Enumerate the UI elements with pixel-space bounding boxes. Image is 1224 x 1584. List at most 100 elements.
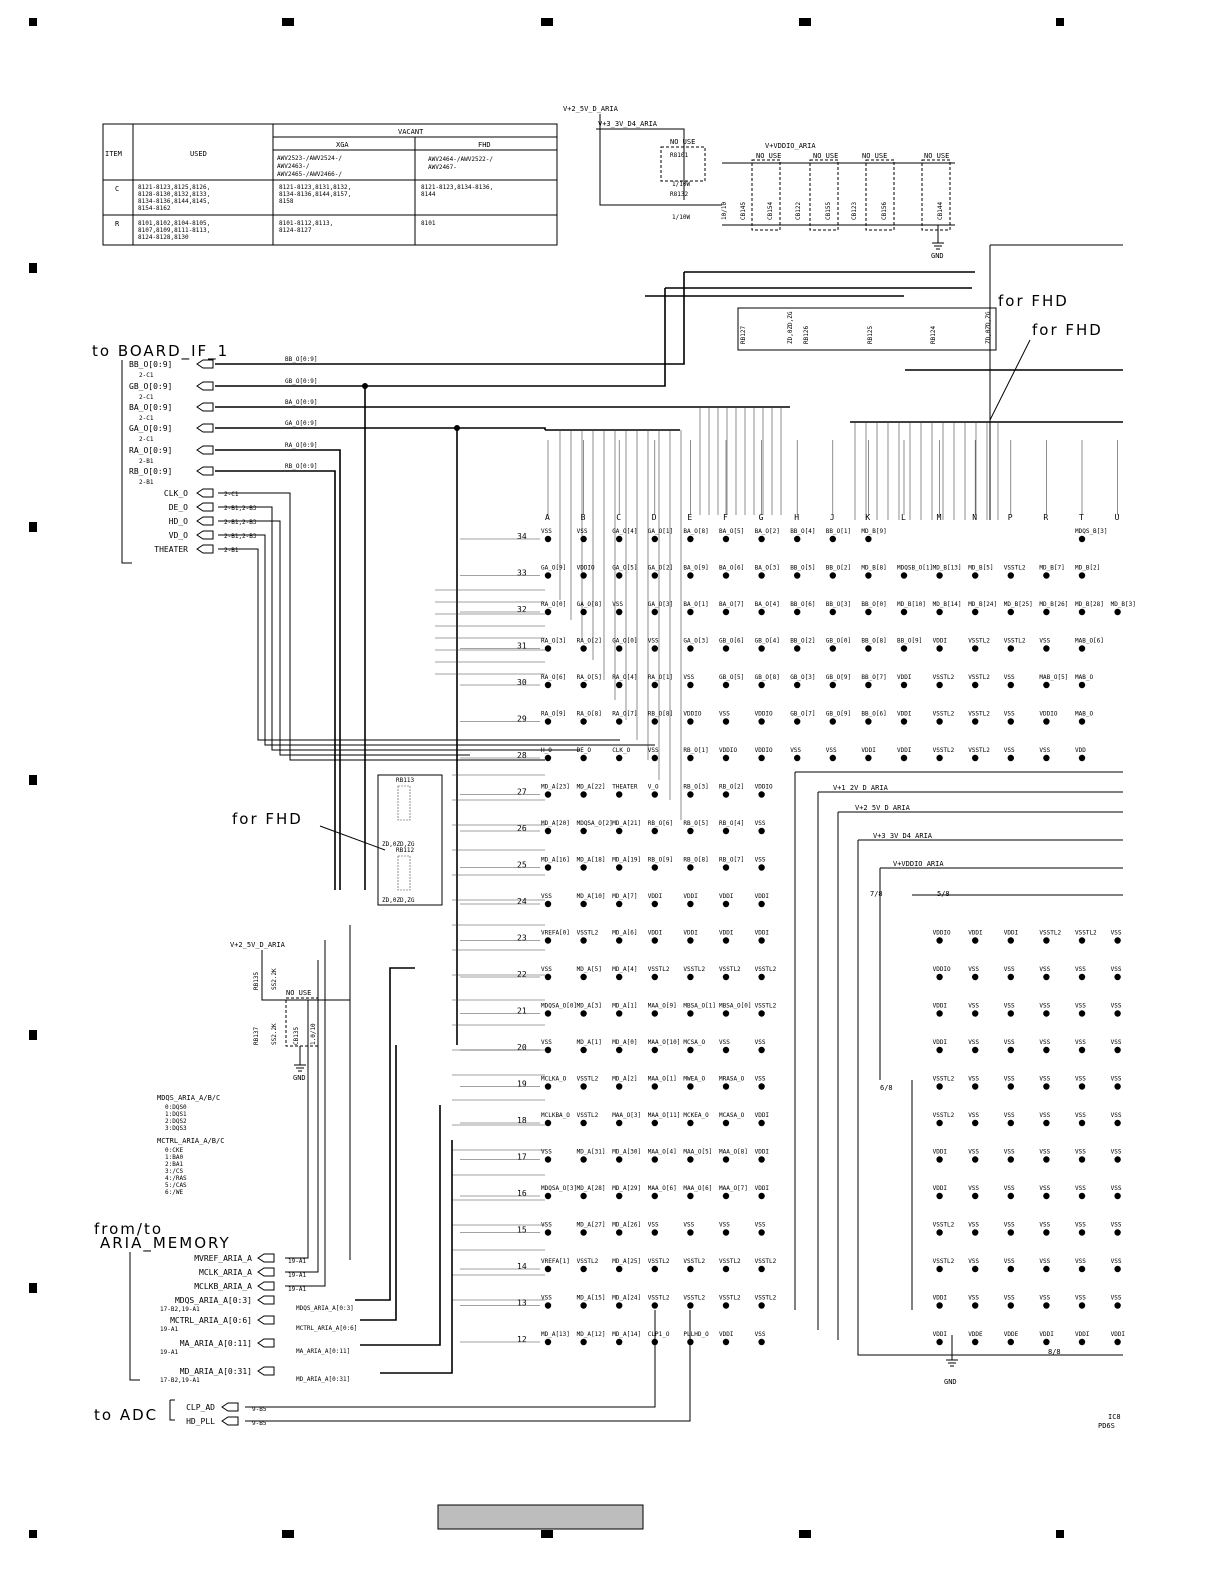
fhd-c: 8121-8123,8134-8136, (421, 184, 493, 191)
bga-ball (616, 645, 623, 652)
bga-ball (1007, 718, 1014, 725)
bga-ball (758, 791, 765, 798)
bga-ball (722, 973, 730, 981)
rb137-ref: RB137 (253, 1027, 260, 1045)
board-pin-label: RB_O[0:9] (129, 467, 172, 476)
bga-ball (616, 608, 623, 616)
bga-row-label: 17 (517, 1153, 527, 1162)
bga-ball (758, 973, 765, 981)
bga-cell-label: GB_O[3] (790, 674, 815, 681)
connector-icon (257, 1295, 275, 1305)
bga-col-label: B (581, 513, 586, 522)
bga-ball (1114, 973, 1121, 981)
bga-cell-label: VDDI (933, 1149, 948, 1156)
bga-ball (580, 608, 587, 616)
bga-ball (651, 681, 658, 689)
bga-cell-label: VDDIO (683, 711, 701, 718)
bga-ball (687, 608, 694, 616)
bga-cell-label: BB_O[6] (790, 601, 815, 608)
bga-ball (580, 973, 587, 981)
bga-ball (972, 608, 979, 616)
bga-ball (758, 1338, 765, 1346)
bga-cell-label: RB_O[9] (648, 857, 673, 864)
bga-ball (758, 1046, 765, 1054)
fhd-model: AWV2464-/AWV2522-/ (428, 156, 493, 163)
bga-ball (722, 1083, 730, 1090)
bga-col-label: M (937, 513, 942, 522)
legend-item: 1:BA0 (165, 1154, 183, 1161)
bga-col-label: L (901, 513, 906, 522)
bga-col-label: P (1008, 513, 1013, 522)
bga-cell-label: VSSTL2 (648, 966, 670, 973)
bga-cell-label: VDDI (897, 674, 912, 681)
bga-ball (722, 1156, 730, 1163)
table-head-xga: XGA (336, 141, 349, 149)
sheet-mark: 5/8 (937, 890, 950, 898)
bga-cell-label: VDDI (933, 1331, 948, 1338)
bga-ball (1043, 1302, 1050, 1309)
adc-pin-label: HD_PLL (186, 1417, 215, 1426)
bga-row-label: 19 (517, 1080, 527, 1089)
bga-cell-label: MAA_O[11] (648, 1112, 681, 1119)
ic-part: PD6S (1098, 1422, 1115, 1430)
bga-ball (865, 718, 872, 725)
connector-icon (196, 516, 214, 526)
cb155-ref: CB155 (825, 202, 832, 220)
bga-cell-label: VSS (541, 966, 552, 973)
top-power-section: V+2_5V_D_ARIA V+3_3V_D4_ARIA NO USE R810… (563, 105, 955, 260)
cb135-ref: CB135 (293, 1027, 300, 1045)
bga-ball (1078, 535, 1086, 543)
bga-ball (758, 1119, 765, 1127)
bga-ball (1007, 1119, 1014, 1127)
bga-cell-label: VSS (1039, 1258, 1050, 1265)
bga-ball (936, 572, 943, 579)
rb125-ref: RB125 (867, 326, 874, 344)
bga-ball (616, 900, 623, 908)
bga-cell-label: PLLHD_O (683, 1331, 709, 1338)
bga-ball (580, 1192, 587, 1200)
bga-ball (1043, 973, 1050, 981)
bga-cell-label: VSS (1039, 1222, 1050, 1229)
ctrl-pin-ref: 2-B1,2-B3 (224, 533, 257, 540)
table-head-fhd: FHD (478, 141, 491, 149)
bga-cell-label: MRASA_O (719, 1076, 745, 1083)
bga-cell-label: VDDE (1004, 1331, 1019, 1338)
r-value: 1/10W (672, 181, 690, 188)
bga-ball (687, 1229, 694, 1236)
bga-cell-label: VSS (1111, 966, 1122, 973)
vref-parts: V+2_5V_D_ARIA RB135 SS2.2K NO USE CB135 … (230, 925, 351, 1260)
top-buses: RB127 RB126 RB125 RB124 ZD,0ZD,ZG ZD,0ZD… (545, 244, 1123, 520)
bga-ball (1114, 1338, 1121, 1346)
bga-ball (616, 937, 623, 944)
for-fhd-label: for FHD (998, 292, 1069, 310)
bga-cell-label: MD_A[31] (577, 1149, 606, 1156)
no-use-label: NO USE (813, 152, 838, 160)
bga-ball (722, 1046, 730, 1054)
connector-icon (196, 488, 214, 498)
aria-pin-label: MDQS_ARIA_A[0:3] (175, 1296, 252, 1305)
xga-c: 8158 (279, 198, 294, 205)
bga-ball (580, 1302, 587, 1309)
bga-cell-label: VSS (755, 1076, 766, 1083)
bga-cell-label: VSS (1004, 747, 1015, 754)
bga-col-label: N (972, 513, 977, 522)
bga-cell-label: MAA_O[5] (683, 1149, 712, 1156)
bga-cell-label: VDDI (897, 711, 912, 718)
aria-pin-sub: 19-A1 (160, 1326, 178, 1333)
bga-ball (544, 791, 552, 798)
bga-ball (687, 791, 694, 798)
bga-col-label: C (616, 513, 621, 522)
bga-cell-label: VDD (1075, 747, 1086, 754)
bga-ball (794, 681, 801, 689)
bga-ball (972, 754, 979, 762)
bga-cell-label: RB_O[1] (683, 747, 708, 754)
bga-ball (936, 681, 943, 689)
bga-ball (580, 1010, 587, 1017)
bga-ball (865, 681, 872, 689)
bga-ball (1078, 1010, 1086, 1017)
v25-label: V+2_5V_D_ARIA (563, 105, 619, 113)
net-label: GA_O[0:9] (285, 420, 318, 427)
bga-cell-label: VSS (1111, 1185, 1122, 1192)
bga-cell-label: RB_O[6] (648, 820, 673, 827)
bga-cell-label: VDDI (1004, 930, 1019, 937)
